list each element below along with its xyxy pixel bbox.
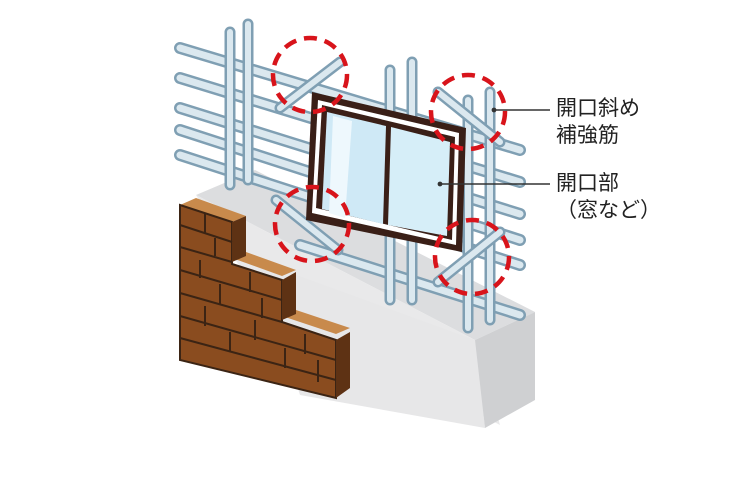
window xyxy=(306,92,466,252)
highlight-circle-top-left xyxy=(270,35,350,115)
concrete-side-face xyxy=(475,312,535,428)
callout-opening-line2: （窓など） xyxy=(556,198,661,222)
callout-opening: 開口部 （窓など） xyxy=(556,170,661,224)
callout-reinforcement-line2: 補強筋 xyxy=(556,123,619,147)
callout-diagonal-reinforcement: 開口斜め 補強筋 xyxy=(556,95,640,149)
highlight-circle-bottom-right xyxy=(432,217,512,297)
highlight-circle-bottom-left xyxy=(272,184,352,264)
brick-side xyxy=(232,216,350,398)
diagonal-rebars-highlight xyxy=(273,59,503,285)
leader-lines xyxy=(440,109,550,185)
brick-wall xyxy=(179,198,350,400)
brick-mortar-lines xyxy=(179,213,337,382)
leader-dot-reinforcement xyxy=(491,107,497,113)
callout-reinforcement-line1: 開口斜め xyxy=(556,96,640,120)
window-glass-right xyxy=(388,127,450,236)
brick-top-1 xyxy=(180,198,246,222)
callout-opening-line1: 開口部 xyxy=(556,171,619,195)
highlight-circles xyxy=(270,35,512,297)
brick-top-3 xyxy=(282,310,350,334)
highlight-circle-top-right xyxy=(428,72,508,152)
leader-dot-opening xyxy=(437,181,443,187)
brick-top-2 xyxy=(232,252,296,276)
